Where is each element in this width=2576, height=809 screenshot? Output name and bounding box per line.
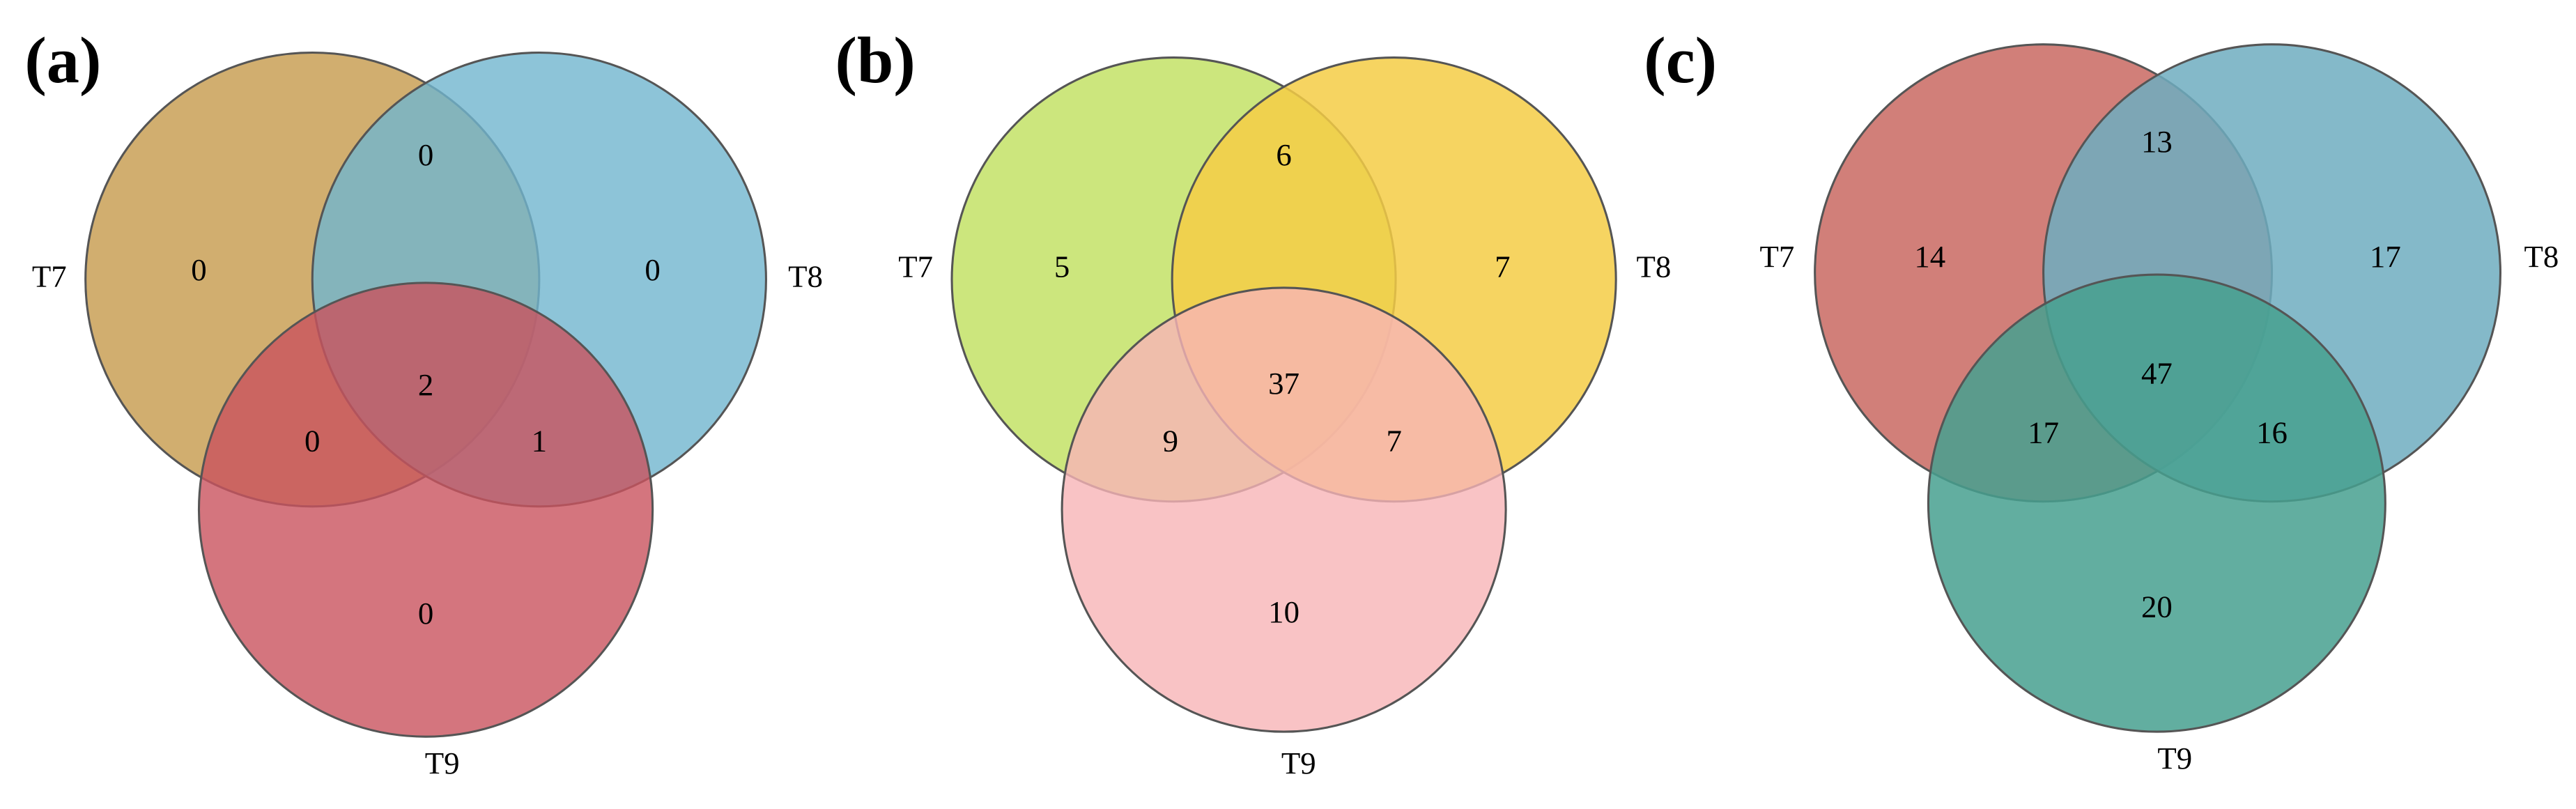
venn-a-count-t7-only: 0 <box>191 252 206 287</box>
venn-c-count-t9-only: 20 <box>2141 590 2173 624</box>
venn-b-label-t9: T9 <box>1281 746 1316 780</box>
venn-a-count-t9-only: 0 <box>418 596 433 631</box>
venn-c-count-t8-only: 17 <box>2370 239 2401 274</box>
venn-b-circle-t9 <box>1061 286 1507 733</box>
venn-b-count-t7-t8: 6 <box>1276 137 1291 172</box>
venn-c-count-t7-only: 14 <box>1914 239 1945 274</box>
venn-panel-a: (a) T7 T8 T9 0 0 0 0 0 1 2 <box>24 24 823 780</box>
venn-b-count-t7-t9: 9 <box>1163 423 1178 458</box>
venn-a-count-t7-t8: 0 <box>418 137 433 172</box>
venn-a-circle-t9 <box>197 282 654 738</box>
venn-panel-c: (c) T7 T8 T9 14 17 20 13 17 16 47 <box>1644 24 2559 776</box>
venn-c-circle-t9 <box>1927 273 2386 733</box>
venn-b-count-t7-only: 5 <box>1054 249 1070 284</box>
venn-a-label-t7: T7 <box>32 259 67 293</box>
venn-b-count-t8-only: 7 <box>1495 249 1510 284</box>
venn-b-count-t9-only: 10 <box>1268 594 1299 629</box>
venn-a-count-all: 2 <box>418 367 433 402</box>
venn-b-count-t8-t9: 7 <box>1386 423 1401 458</box>
venn-panel-b: (b) T7 T8 T9 5 7 10 6 9 7 37 <box>835 24 1672 780</box>
venn-c-label-t8: T8 <box>2524 239 2559 274</box>
venn-a-count-t8-only: 0 <box>645 252 660 287</box>
venn-b-panel-label: (b) <box>835 24 916 97</box>
venn-a-panel-label: (a) <box>24 24 101 97</box>
venn-a-label-t8: T8 <box>788 259 823 293</box>
venn-c-count-t8-t9: 16 <box>2256 415 2288 450</box>
venn-c-count-all: 47 <box>2141 356 2173 391</box>
venn-c-label-t7: T7 <box>1759 239 1794 274</box>
venn-c-count-t7-t9: 17 <box>2028 415 2059 450</box>
venn-b-label-t8: T8 <box>1637 249 1672 284</box>
venn-a-count-t8-t9: 1 <box>532 423 547 458</box>
venn-c-count-t7-t8: 13 <box>2141 124 2173 159</box>
venn-a-count-t7-t9: 0 <box>304 423 320 458</box>
venn-c-panel-label: (c) <box>1644 24 1717 97</box>
venn-c-label-t9: T9 <box>2157 741 2192 776</box>
venn-b-label-t7: T7 <box>898 249 933 284</box>
venn-b-count-all: 37 <box>1268 366 1299 401</box>
venn-a-label-t9: T9 <box>425 746 460 780</box>
